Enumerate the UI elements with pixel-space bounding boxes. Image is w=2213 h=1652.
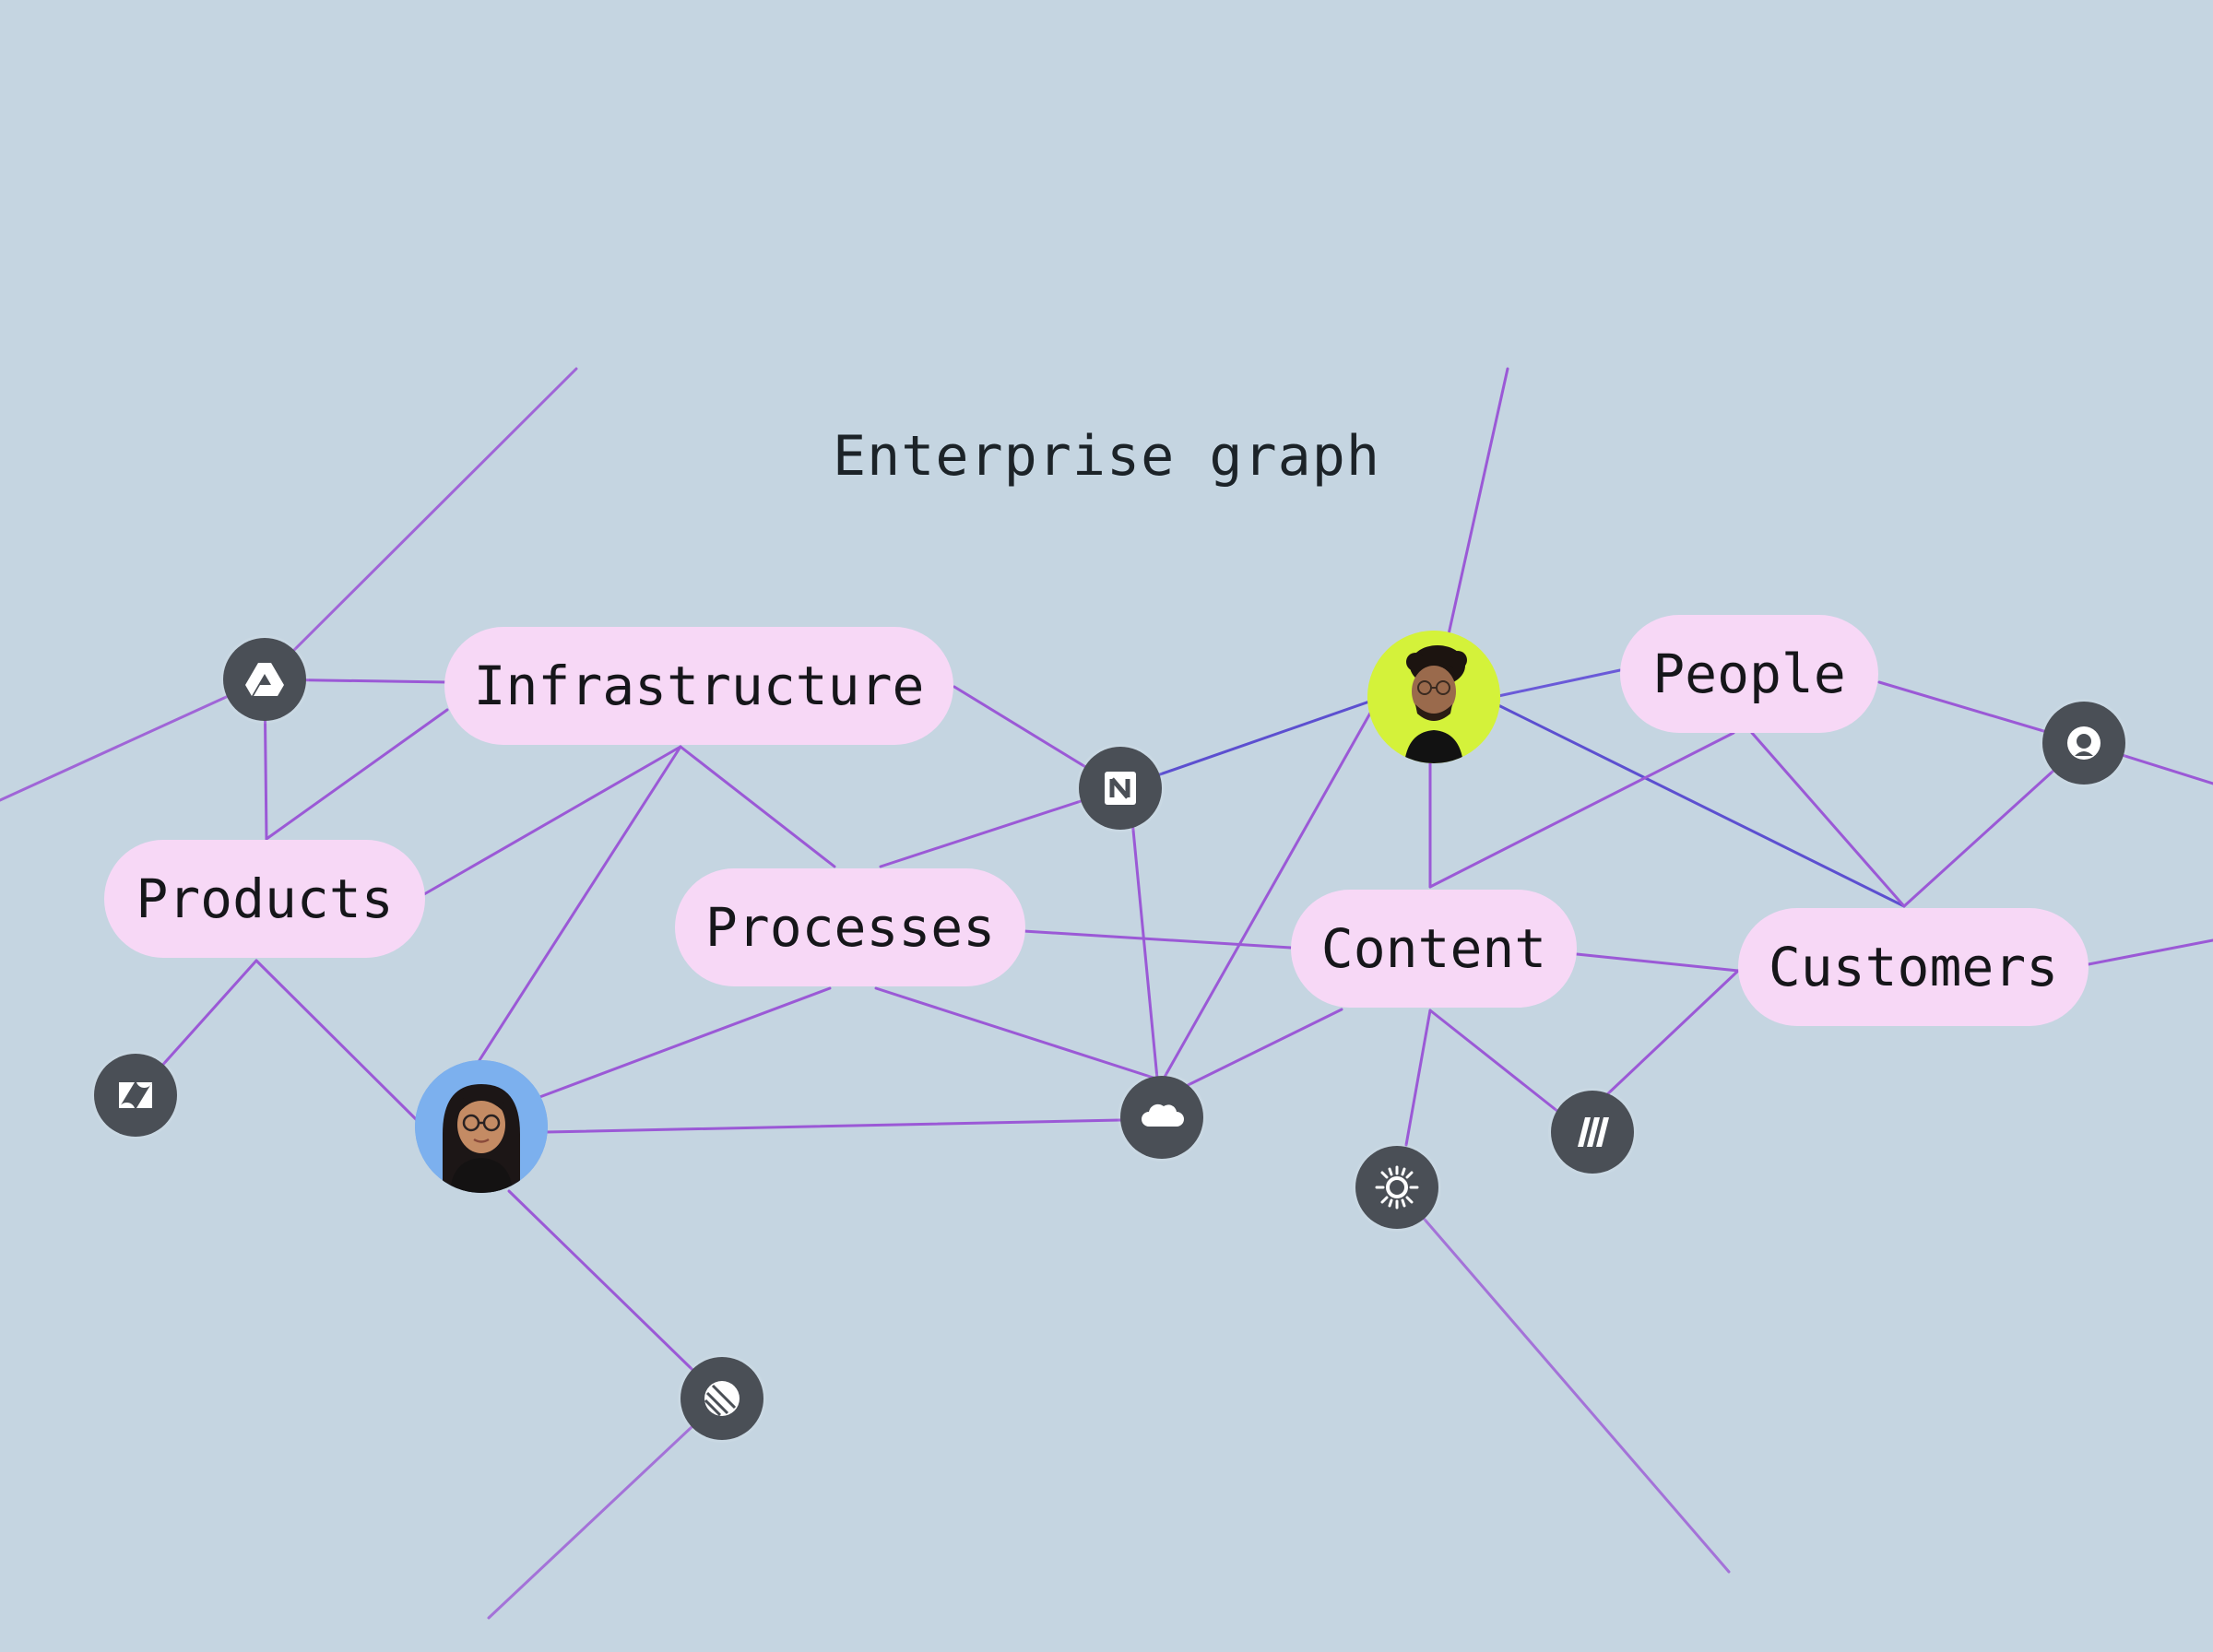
edge [265,708,449,841]
github-icon[interactable] [2042,702,2125,785]
node-people[interactable]: People [1620,615,1878,733]
google-drive-icon[interactable] [223,638,306,721]
edge [1395,1186,1731,1574]
edge [263,367,578,681]
node-processes[interactable]: Processes [675,868,1025,986]
edge [1497,668,1622,698]
edge [544,1118,1122,1134]
salesforce-cloud-icon[interactable] [1120,1076,1203,1159]
edge [1497,703,1906,908]
edge [1575,952,1740,973]
edge [422,745,682,896]
zendesk-icon[interactable] [94,1054,177,1137]
edge [1603,969,1740,1099]
notion-icon[interactable] [1079,747,1162,830]
node-content[interactable]: Content [1291,890,1577,1008]
sun-icon[interactable] [1355,1146,1438,1229]
edge [2087,938,2213,966]
edge [1428,731,1735,889]
linear-icon[interactable] [680,1357,763,1440]
edge [1022,929,1293,950]
diagram-title: Enterprise graph [833,424,1380,489]
edge [1162,1008,1343,1099]
node-products[interactable]: Products [104,840,425,958]
edge [0,678,266,802]
node-customers[interactable]: Customers [1738,908,2089,1026]
edge [874,986,1164,1082]
edge [1118,699,1374,790]
edge [1404,1009,1432,1147]
edge [487,1397,724,1620]
avatar-man[interactable] [1367,631,1500,763]
miro-icon[interactable] [1551,1091,1634,1174]
edge [254,959,419,1122]
edge [1750,731,1906,908]
edge [679,745,836,868]
edge [1130,819,1159,1080]
avatar-woman[interactable] [415,1060,548,1193]
edge [1428,1009,1560,1114]
edge [507,1189,724,1400]
edge [478,745,682,1062]
node-infrastructure[interactable]: Infrastructure [444,627,953,745]
edge [1162,708,1374,1080]
edge [533,986,832,1101]
